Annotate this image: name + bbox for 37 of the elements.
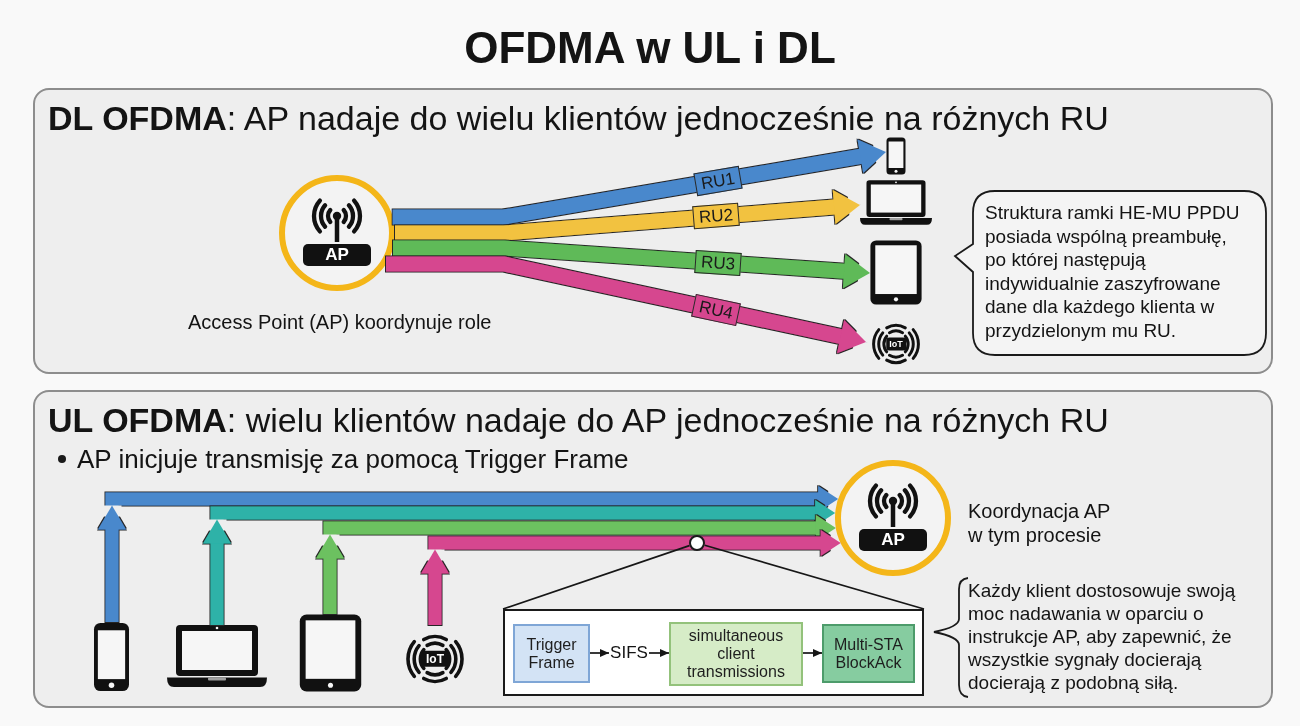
ap-label: AP: [859, 529, 927, 551]
callout-text: Struktura ramki HE-MU PPDU posiada wspólną preambułę, po której następują indywidualnie zaszyfrowane dane dla każdego klienta w przydzielonym mu RU.: [985, 201, 1241, 342]
smartphone-icon: [886, 137, 906, 175]
step-label: SIFS: [609, 641, 649, 665]
arrow: [589, 649, 610, 657]
arrow: [648, 649, 670, 657]
leader-line: [502, 544, 691, 610]
speech-bubble: [953, 190, 1267, 356]
node-caption: Access Point (AP) koordynuje role: [188, 310, 492, 334]
leader-line: [703, 544, 925, 610]
zoom-inset-panel: [503, 609, 924, 696]
laptop-icon: [167, 625, 267, 687]
bullet-text: AP inicjuje transmisję za pomocą Trigger Frame: [77, 444, 629, 474]
tablet-icon: [870, 240, 922, 305]
arrow: [802, 649, 823, 657]
band-arrow: [393, 240, 871, 285]
tablet-icon: [299, 614, 362, 692]
section-panel: [33, 88, 1273, 374]
band-arrow: [203, 500, 836, 625]
band-arrow: [421, 530, 841, 625]
process-step: Trigger Frame: [513, 624, 590, 683]
section-panel: [33, 390, 1273, 708]
process-step: Multi-STA BlockAck: [822, 624, 915, 683]
iot-label: IoT: [422, 650, 448, 668]
process-step: simultaneous client transmissions: [669, 622, 803, 686]
callout-text: Każdy klient dostosowuje swoją moc nadawania w oparciu o instrukcje AP, aby zapewnić, że wszystkie sygnały docierają docierają z podobną siłą.: [968, 579, 1237, 694]
laptop-icon: [860, 180, 932, 225]
node-caption: Koordynacja AP w tym procesie: [968, 499, 1111, 547]
iot-label: IoT: [886, 337, 906, 351]
junction-marker-icon: [689, 535, 705, 551]
band-arrow: [98, 486, 839, 622]
panel-heading: UL OFDMA: wielu klientów nadaje do AP jednocześnie na różnych RU: [48, 400, 1109, 440]
ap-label: AP: [303, 244, 371, 266]
panel-heading: DL OFDMA: AP nadaje do wielu klientów jednocześnie na różnych RU: [48, 98, 1109, 138]
band-arrow: [316, 515, 836, 614]
smartphone-icon: [93, 622, 130, 692]
diagram-title: OFDMA w UL i DL: [464, 22, 836, 74]
